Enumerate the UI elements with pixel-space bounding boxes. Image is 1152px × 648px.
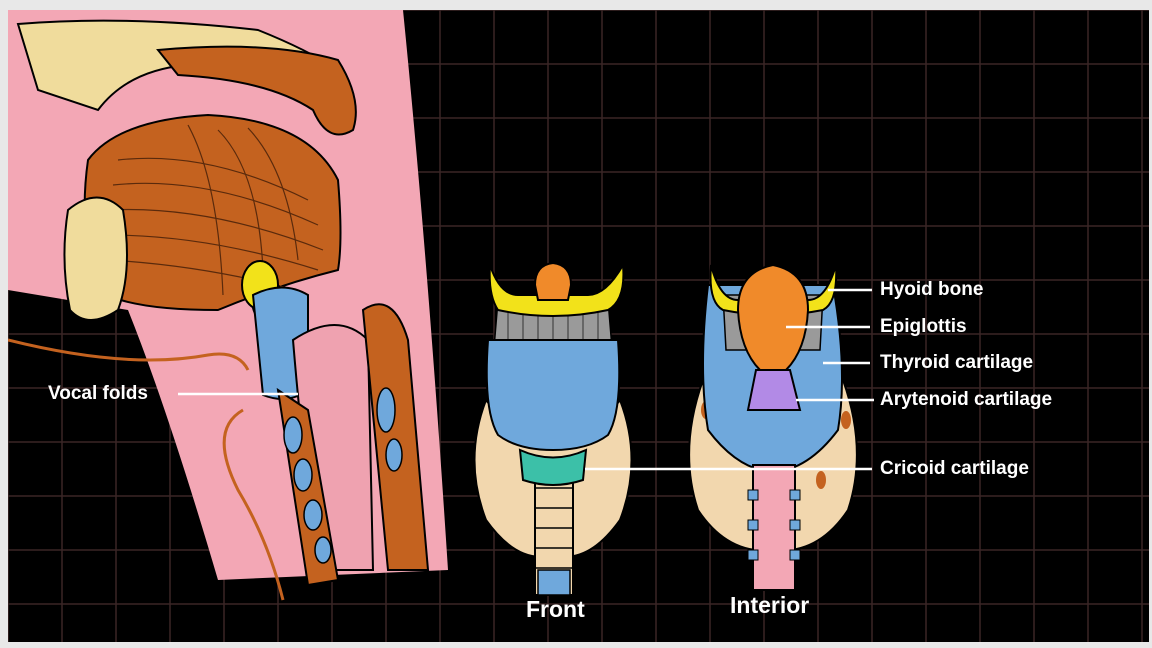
- cricoid-cartilage-label: Cricoid cartilage: [880, 459, 1029, 479]
- arytenoid-interior: [748, 370, 800, 410]
- epiglottis-label: Epiglottis: [880, 317, 967, 337]
- thyroid-cartilage-label: Thyroid cartilage: [880, 353, 1033, 373]
- trachea-interior: [753, 465, 795, 590]
- diagram-frame: Vocal folds Hyoid bone Epiglottis Thyroi…: [8, 10, 1149, 642]
- hyoid-bone-label: Hyoid bone: [880, 280, 983, 300]
- front-caption: Front: [526, 597, 585, 621]
- arytenoid-cartilage-label: Arytenoid cartilage: [880, 390, 1052, 410]
- trachea-front-base: [538, 570, 570, 595]
- thyroid-front: [487, 340, 620, 450]
- gland-nodule: [841, 411, 851, 429]
- vocal-folds-label: Vocal folds: [48, 384, 148, 404]
- larynx-diagram: [8, 10, 1149, 642]
- mandible: [64, 198, 127, 321]
- epiglottis-interior: [738, 265, 808, 370]
- epiglottis-front: [535, 263, 571, 300]
- interior-caption: Interior: [730, 593, 809, 617]
- gland-nodule: [816, 471, 826, 489]
